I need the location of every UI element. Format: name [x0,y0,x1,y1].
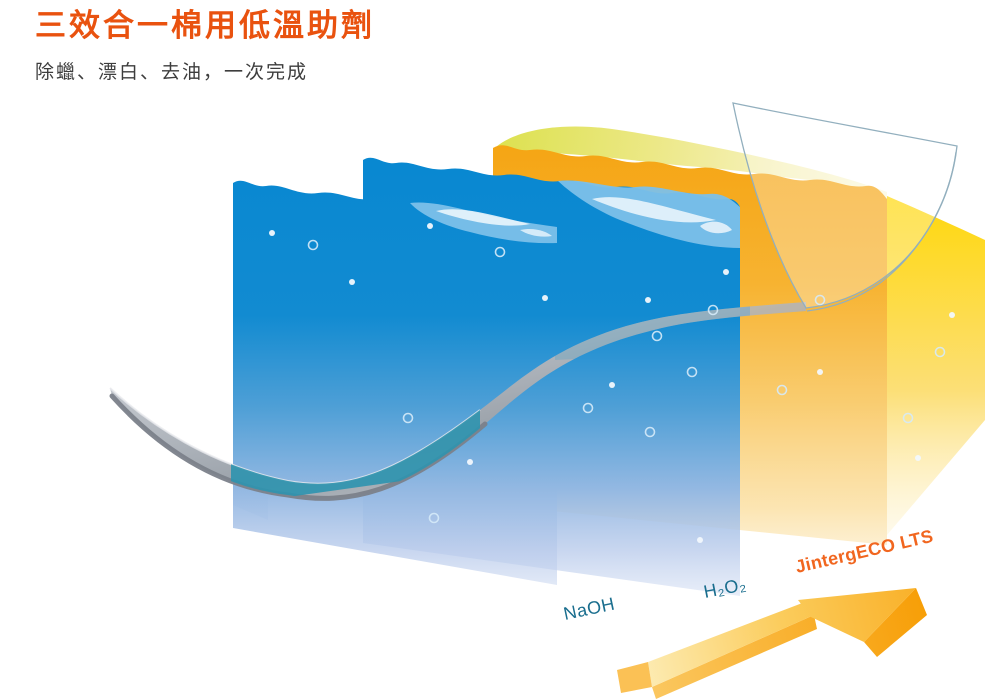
bubble [776,384,788,396]
naoh-bath-foam-curl [520,228,552,237]
bubble [644,426,656,438]
bubble [542,295,548,301]
bubbles [269,223,955,543]
bubble [645,297,651,303]
bubble [269,230,275,236]
bubble [582,402,594,414]
clean-fabric-thickness-line [806,151,957,312]
h2o2-bath-foam [592,197,716,223]
jinterg-bath-right-face [887,196,985,535]
page-header: 三效合一棉用低溫助劑 除蠟、漂白、去油，一次完成 [35,8,375,84]
bubble [651,330,663,342]
bubble [307,239,319,251]
bubble [902,412,914,424]
page-subtitle: 除蠟、漂白、去油，一次完成 [35,61,309,83]
arrow-head-top [798,588,916,642]
bubble [609,382,615,388]
page-title: 三效合一棉用低溫助劑 [35,8,375,43]
arrow-head-side [864,588,927,657]
flow-arrow [617,588,927,699]
bubble [428,512,440,524]
naoh-label: NaOH [562,594,617,624]
jinterg-bath-top-surface [493,126,887,199]
bubble [494,246,506,258]
bubble [723,269,729,275]
bubble [467,459,473,465]
bubble [427,223,433,229]
bubble [349,279,355,285]
bubble [814,294,826,306]
bubble [949,312,955,318]
naoh-bath-foam [436,209,530,226]
bubble [915,455,921,461]
naoh-bath-block [233,180,557,585]
clean-fabric-sheet [732,102,958,312]
clean-fabric-outline [732,102,958,309]
arrow-tail-cap [617,662,652,693]
arrow-shaft-side [652,615,817,699]
arrow-shaft-top [648,602,814,687]
bubble [697,537,703,543]
bubble [934,346,946,358]
h2o2-bath-foam-curl [700,221,732,234]
bubble [817,369,823,375]
bubble [686,366,698,378]
naoh-bath-front-face [233,180,557,585]
bubble [707,304,719,316]
bubble [402,412,414,424]
